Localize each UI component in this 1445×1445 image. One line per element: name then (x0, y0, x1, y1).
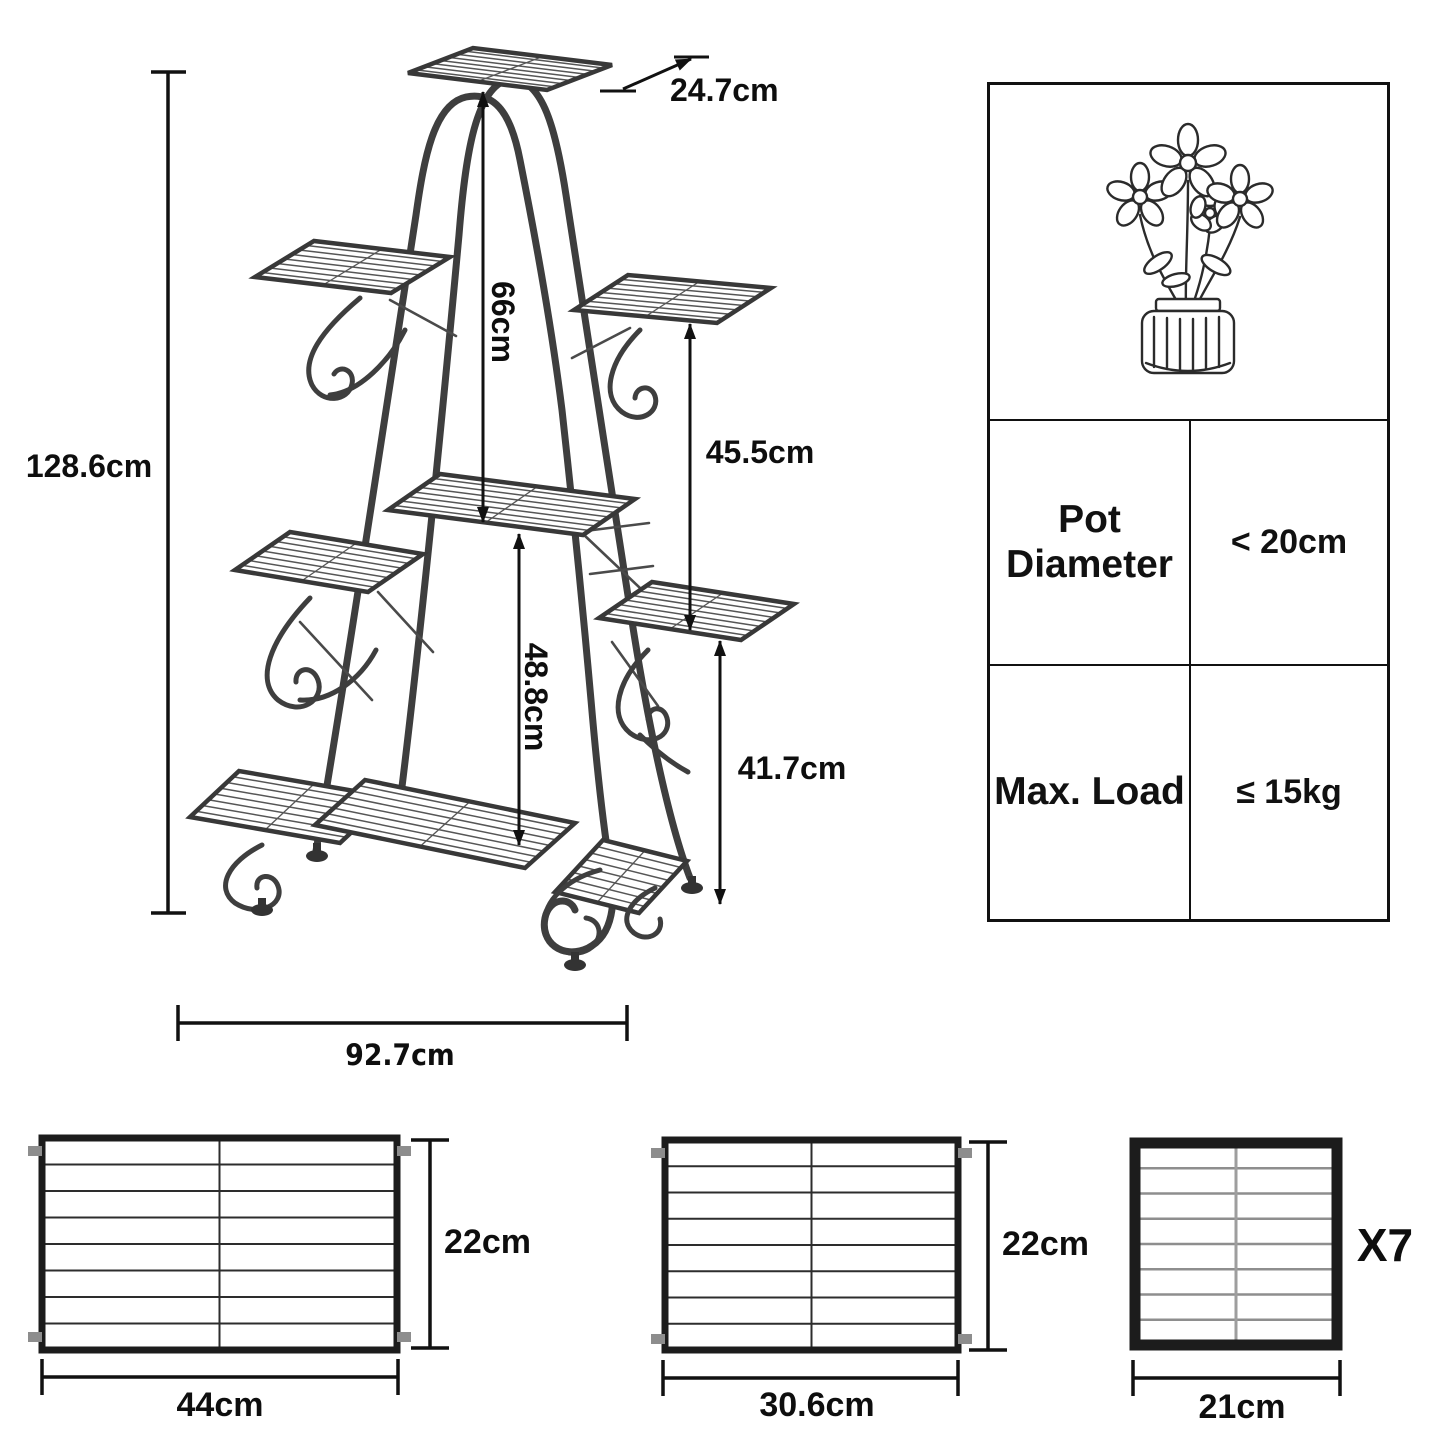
shelf-upper-right (574, 275, 771, 323)
spec-table: Pot Diameter < 20cm Max. Load ≤ 15kg (987, 82, 1390, 922)
dim-total-height-label: 128.6cm (25, 448, 153, 484)
panel-30-6cm (665, 1140, 958, 1350)
panel-21-quantity-label: X7 (1356, 1219, 1414, 1271)
shelf-middle (388, 474, 635, 535)
flower-right (1206, 163, 1274, 229)
shelf-lower-left (235, 532, 423, 592)
shelf-base-right (555, 840, 687, 913)
shelf-lower-right (599, 582, 794, 640)
panel-21-width-label: 21cm (1198, 1388, 1286, 1426)
max-load-label: Max. Load (990, 666, 1191, 919)
spec-row-pot-diameter: Pot Diameter < 20cm (990, 421, 1387, 666)
rear-leg-arch (397, 75, 694, 882)
panel-30-width-label: 30.6cm (759, 1386, 875, 1424)
dimension-lines (151, 55, 726, 1041)
panel-44-height-label: 22cm (444, 1223, 531, 1261)
dim-top-to-middle-label: 66cm (485, 281, 521, 363)
panel-44-width-label: 44cm (176, 1386, 264, 1424)
dim-right-upper-label: 45.5cm (705, 434, 815, 470)
stand-braces (298, 298, 660, 708)
stand-scrollwork (223, 295, 703, 971)
dim-right-lower-label: 41.7cm (737, 750, 847, 786)
dim-middle-to-bottom-label: 48.8cm (518, 642, 554, 752)
dim-top-shelf-label: 24.7cm (670, 72, 779, 108)
panel-corner-pins (28, 1146, 972, 1344)
dim-base-width-label: 92.7cm (345, 1038, 455, 1072)
shelf-bottom-long (315, 780, 575, 868)
pot-diameter-value: < 20cm (1230, 523, 1348, 561)
stand-feet (251, 843, 703, 971)
panel-21cm (1135, 1143, 1337, 1345)
shelf-upper-left (255, 241, 450, 293)
flower-vase-icon (1106, 122, 1274, 375)
spec-row-vase (990, 85, 1387, 421)
spec-row-max-load: Max. Load ≤ 15kg (990, 666, 1387, 919)
pot-diameter-label: Pot Diameter (990, 421, 1191, 664)
panel-30-height-label: 22cm (1002, 1225, 1089, 1263)
panel-dimension-lines (40, 1138, 1342, 1396)
panel-44cm (42, 1138, 397, 1350)
shelf-top (408, 48, 612, 90)
max-load-value: ≤ 15kg (1236, 773, 1342, 811)
